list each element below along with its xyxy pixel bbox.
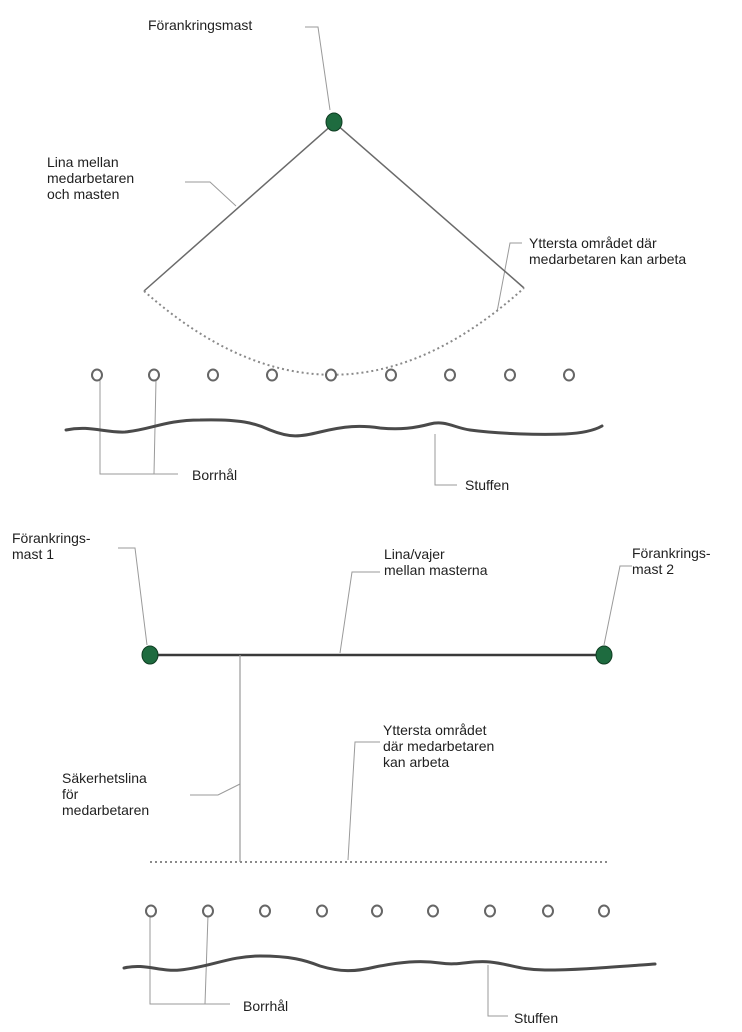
drill-hole: [542, 904, 554, 918]
work-area-arc: [143, 287, 525, 376]
face-label: Stuffen: [514, 1010, 559, 1026]
drill-hole: [148, 368, 160, 382]
drill-hole: [91, 368, 103, 382]
stuffen-leader-line: [487, 965, 508, 1017]
mast-leader-line: [305, 26, 331, 111]
mast-2-icon: [595, 645, 613, 665]
drill-hole: [504, 368, 516, 382]
drill-hole: [202, 904, 214, 918]
mast1-label: Förankrings- mast 1: [12, 530, 91, 562]
drill-holes-row: [145, 904, 610, 918]
cable-leader-line: [339, 571, 380, 654]
borrhal-leader-line: [99, 379, 178, 475]
borrhal-leader-line: [149, 914, 230, 1005]
rock-face-line: [64, 418, 604, 438]
stuffen-leader-line: [434, 434, 457, 486]
outer-area-label: Yttersta området där medarbetaren kan ar…: [529, 235, 687, 267]
mast-icon: [325, 112, 343, 132]
top-diagram: [64, 26, 604, 486]
cable-label: Lina/vajer mellan masterna: [384, 546, 488, 578]
drill-holes-row: [91, 368, 575, 382]
rock-face-line: [122, 954, 657, 973]
drill-hole: [444, 368, 456, 382]
drill-hole: [266, 368, 278, 382]
safety-line-label: Säkerhetslina för medarbetaren: [62, 770, 150, 818]
drill-hole: [371, 904, 383, 918]
drill-hole: [259, 904, 271, 918]
outer-area-label: Yttersta området där medarbetaren kan ar…: [383, 722, 495, 770]
drill-hole: [427, 904, 439, 918]
mast2-label: Förankrings- mast 2: [632, 545, 711, 577]
safety-line-leader-line: [190, 783, 241, 796]
drill-hole: [207, 368, 219, 382]
mast1-leader-line: [118, 547, 148, 646]
mast-label: Förankringsmast: [148, 17, 253, 33]
rope-right: [335, 123, 525, 289]
mast-1-icon: [141, 645, 159, 665]
drill-hole: [563, 368, 575, 382]
drill-hole: [316, 904, 328, 918]
rope-leader-line: [185, 181, 237, 207]
outer-area-leader-line: [347, 741, 380, 861]
face-label: Stuffen: [465, 477, 510, 493]
drill-hole: [325, 368, 337, 382]
drill-holes-label: Borrhål: [243, 998, 289, 1014]
drill-hole: [598, 904, 610, 918]
drill-hole: [145, 904, 157, 918]
mast2-leader-line: [603, 565, 632, 646]
rope-left: [143, 123, 334, 292]
drill-holes-label: Borrhål: [192, 467, 238, 483]
outer-area-leader-line: [496, 242, 522, 313]
drill-hole: [484, 904, 496, 918]
drill-hole: [385, 368, 397, 382]
rope-label: Lina mellan medarbetaren och masten: [47, 154, 135, 202]
